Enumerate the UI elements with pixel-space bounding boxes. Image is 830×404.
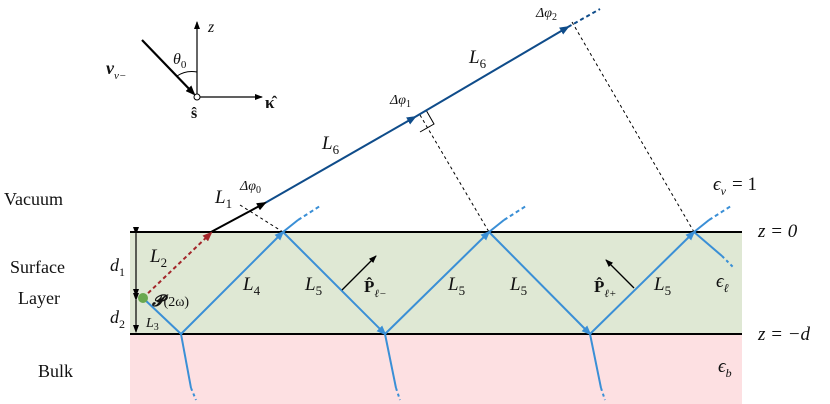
epsilon-vacuum-label: ϵv= 1 — [713, 174, 757, 198]
d2-label: d2 — [110, 307, 125, 331]
L4-label: L4 — [242, 274, 261, 298]
axis-kappa-label: κ̂ — [265, 93, 277, 112]
L6-label-1: L6 — [321, 133, 340, 157]
bulk-transmitted-stubs — [180, 333, 606, 401]
beam-L1 — [210, 202, 267, 233]
L3-label: L3 — [145, 316, 159, 333]
polarization-minus-arrow — [341, 255, 377, 291]
phase-dashed-lines — [239, 21, 695, 233]
polarization-plus-label: P̂ℓ+ — [594, 277, 616, 300]
polarization-plus-arrow — [605, 259, 635, 289]
vacuum-label: Vacuum — [4, 189, 63, 209]
d1-label: d1 — [110, 255, 125, 279]
interface-bottom-label: z = −d — [757, 324, 811, 345]
beam-L6-tail — [567, 8, 601, 28]
right-angle-mark — [419, 109, 435, 133]
phase-0-label: Δφ0 — [239, 179, 261, 196]
source-label: 𝓟(2ω) — [152, 293, 189, 310]
vacuum-transmitted-stubs — [282, 205, 735, 269]
nu-vector-label: νv− — [106, 58, 126, 82]
epsilon-layer-label: ϵℓ — [716, 271, 729, 295]
beam-zigzag — [142, 230, 696, 336]
L5-label-3: L5 — [509, 274, 527, 298]
L5-label-2: L5 — [447, 274, 465, 298]
phase-2-label: Δφ2 — [535, 6, 557, 23]
L5-label-4: L5 — [653, 274, 671, 298]
coordinate-axes — [141, 21, 263, 101]
surface-label-line1: Surface — [10, 257, 65, 277]
L6-label-2: L6 — [468, 47, 487, 71]
epsilon-bulk-label: ϵb — [718, 356, 732, 380]
beam-L2-dipole-arrow — [142, 231, 213, 299]
axis-z-label: z — [207, 19, 215, 36]
interface-top-label: z = 0 — [757, 221, 798, 242]
L5-label-1: L5 — [304, 274, 322, 298]
bulk-region — [130, 334, 742, 404]
surface-label-line2: Layer — [18, 288, 60, 308]
nonlinear-source-dot — [138, 293, 148, 303]
beam-L6-segment-1 — [264, 116, 417, 204]
axis-s-label: ŝ — [191, 105, 197, 122]
L1-label: L1 — [214, 187, 232, 211]
phase-1-label: Δφ1 — [389, 93, 411, 110]
theta-label: θ0 — [173, 51, 187, 71]
beam-L6-segment-2 — [414, 25, 570, 118]
bulk-label: Bulk — [38, 361, 73, 381]
polarization-minus-label: P̂ℓ− — [364, 277, 386, 300]
L2-label: L2 — [149, 246, 167, 270]
